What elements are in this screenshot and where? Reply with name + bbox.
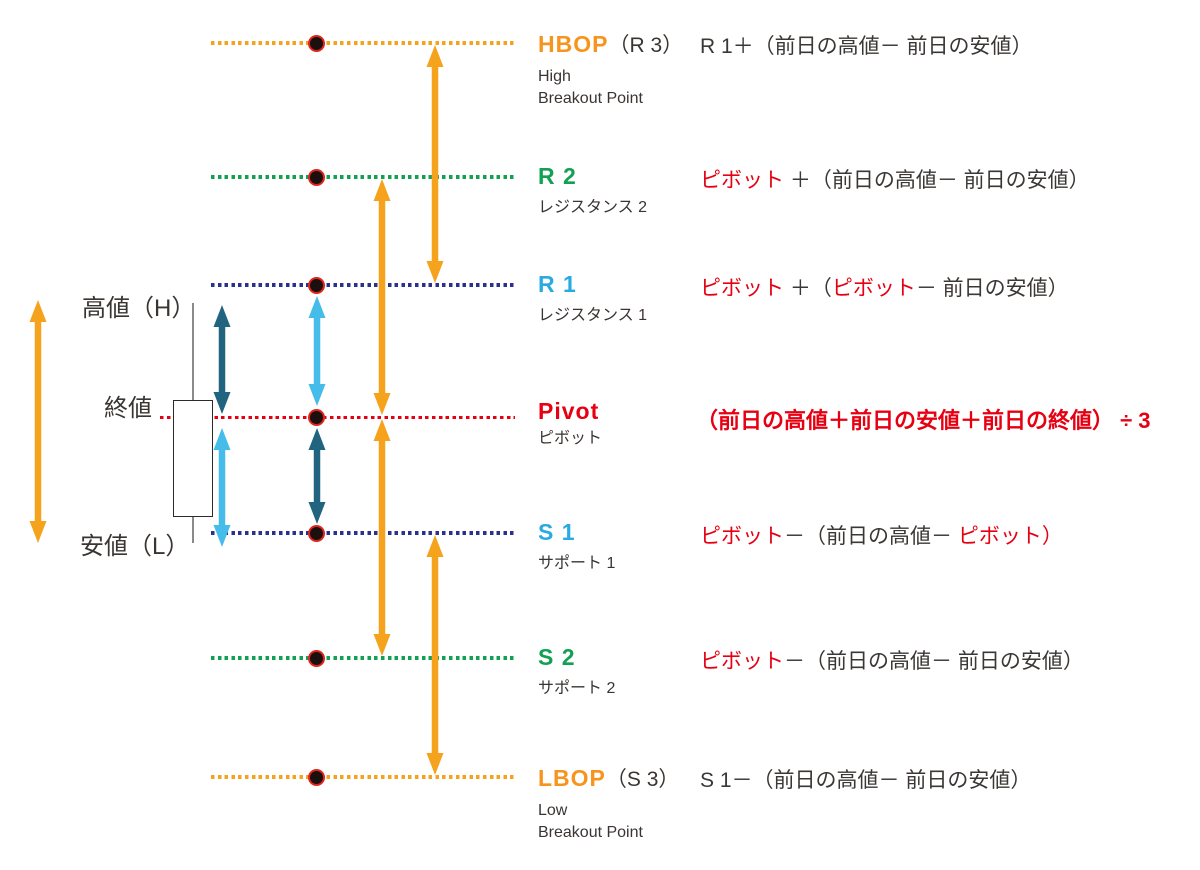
r1-formula: ピボット ＋（ピボット－ 前日の安値） xyxy=(700,277,1069,300)
r1-level-line xyxy=(211,283,515,287)
r1-to-pivot-arrow xyxy=(308,296,326,406)
low-label: 安値（L） xyxy=(80,533,190,560)
r2-level-line xyxy=(211,175,515,179)
r2-dot xyxy=(308,168,325,186)
s2-formula: ピボット－（前日の高値－ 前日の安値） xyxy=(700,650,1084,673)
lbop-suffix: （S 3） xyxy=(605,768,680,791)
pivot-to-s1-arrow xyxy=(308,428,326,524)
hbop-level-line xyxy=(211,41,515,45)
pivot-level-line xyxy=(160,416,515,419)
hbop-to-r1-arrow xyxy=(426,45,444,283)
lbop-label: LBOP（S 3） Low Breakout Point xyxy=(538,763,679,844)
r2-formula: ピボット ＋（前日の高値－ 前日の安値） xyxy=(700,169,1090,192)
pivot-dot xyxy=(308,408,325,426)
r2-sublabel: レジスタンス 2 xyxy=(538,199,648,216)
s2-dot xyxy=(308,649,325,667)
candle-body xyxy=(173,400,213,517)
s1-sublabel: サポート 1 xyxy=(538,555,616,572)
high-label: 高値（H） xyxy=(82,295,196,322)
r2-label: R 2 レジスタンス 2 xyxy=(538,163,647,219)
r1-sublabel: レジスタンス 1 xyxy=(538,307,648,324)
hbop-formula: R 1＋（前日の高値－ 前日の安値） xyxy=(700,35,1033,58)
lbop-name: LBOP xyxy=(538,765,606,791)
hbop-label: HBOP（R 3） High Breakout Point xyxy=(538,29,683,110)
hbop-dot xyxy=(308,34,325,52)
hbop-name: HBOP xyxy=(538,31,609,57)
high-low-range-arrow xyxy=(29,300,47,543)
s2-name: S 2 xyxy=(538,644,576,670)
s1-name: S 1 xyxy=(538,519,576,545)
pivot-formula: （前日の高値＋前日の安値＋前日の終値） ÷ 3 xyxy=(696,408,1151,433)
r1-name: R 1 xyxy=(538,271,577,297)
s1-level-line xyxy=(211,531,515,535)
s1-label: S 1 サポート 1 xyxy=(538,519,615,575)
r1-label: R 1 レジスタンス 1 xyxy=(538,271,647,327)
lbop-dot xyxy=(308,768,325,786)
close-label: 終値 xyxy=(104,395,152,422)
hbop-suffix: （R 3） xyxy=(608,34,684,57)
r1-dot xyxy=(308,276,325,294)
s1-dot xyxy=(308,524,325,542)
lbop-sublabel: Low Breakout Point xyxy=(538,802,643,841)
s1-formula: ピボット－（前日の高値－ ピボット） xyxy=(700,525,1063,548)
pivot-sublabel: ピボット xyxy=(538,430,603,447)
r2-name: R 2 xyxy=(538,163,577,189)
pivot-to-s2-arrow xyxy=(373,419,391,656)
lbop-formula: S 1－（前日の高値－ 前日の安値） xyxy=(700,769,1032,792)
hbop-sublabel: High Breakout Point xyxy=(538,68,643,107)
r2-to-pivot-arrow xyxy=(373,179,391,415)
high-to-pivot-arrow xyxy=(213,305,231,414)
pivot-label: Pivot ピボット xyxy=(538,398,602,450)
lbop-level-line xyxy=(211,775,515,779)
pivot-name: Pivot xyxy=(538,398,600,424)
s2-sublabel: サポート 2 xyxy=(538,680,616,697)
s2-level-line xyxy=(211,656,515,660)
pivot-to-low-arrow xyxy=(213,428,231,547)
s1-to-lbop-arrow xyxy=(426,535,444,775)
s2-label: S 2 サポート 2 xyxy=(538,644,615,700)
